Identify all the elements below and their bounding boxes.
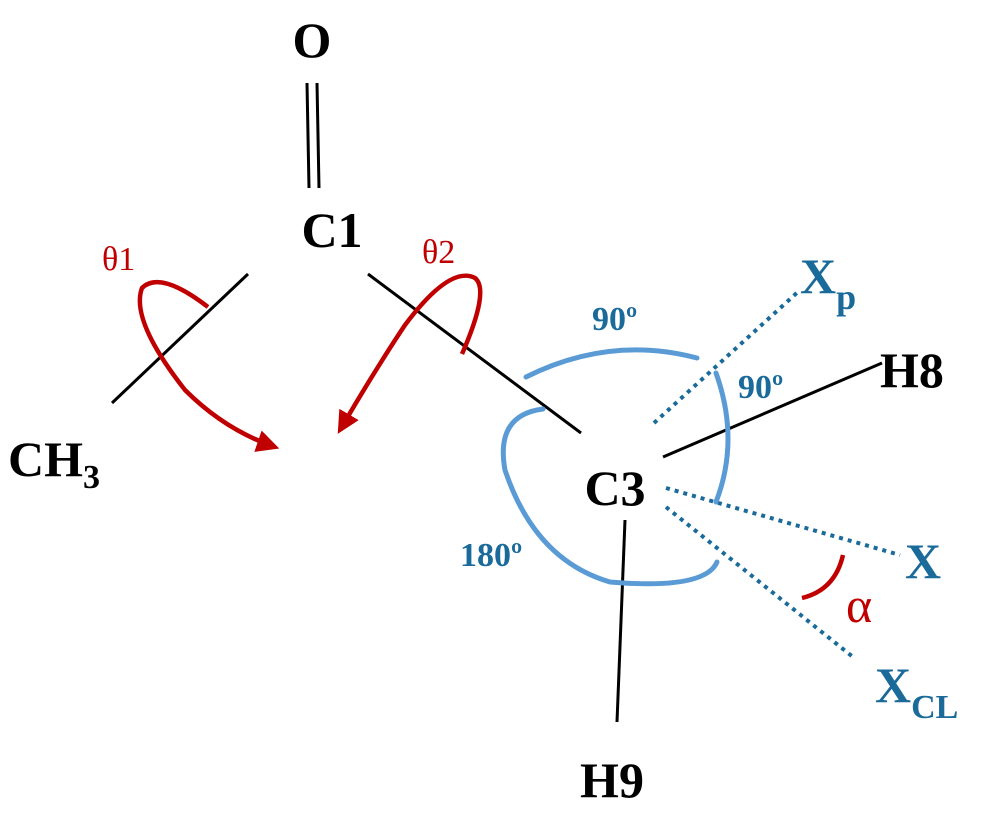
atom-o-label: O	[293, 12, 332, 68]
axis-x-line	[665, 486, 901, 557]
axis-x-label: X	[905, 533, 941, 589]
double-bond-line-2	[315, 82, 321, 189]
axis-xcl-label: XCL	[875, 657, 958, 726]
alpha-label: α	[846, 577, 872, 633]
theta1-arrow	[137, 279, 280, 452]
axis-xp-label: Xp	[800, 248, 856, 317]
xcl-subscript: CL	[911, 689, 958, 726]
bond-c3-h8	[662, 361, 883, 459]
bond-c1-c3	[367, 272, 582, 435]
double-bond-line-1	[305, 82, 311, 189]
angle-label-right: 90º	[738, 369, 783, 406]
atom-h9-label: H9	[580, 752, 644, 808]
bond-c3-h9	[615, 519, 627, 723]
angle-label-top: 90º	[592, 301, 637, 338]
ch3-subscript: 3	[83, 459, 100, 496]
alpha-arc	[801, 554, 846, 601]
angle-arc-top	[523, 347, 700, 380]
bond-c1-ch3	[110, 272, 250, 405]
angle-arc-right	[713, 370, 731, 505]
atom-c1-label: C1	[301, 202, 362, 258]
xp-subscript: p	[836, 277, 856, 317]
xp-main: X	[800, 248, 836, 304]
axis-xp-line	[652, 288, 802, 425]
ch3-main: CH	[8, 431, 83, 487]
atom-h8-label: H8	[880, 342, 944, 398]
theta2-label: θ2	[422, 234, 455, 271]
axis-xcl-line	[664, 505, 855, 659]
theta2-arrow	[337, 273, 483, 434]
xcl-main: X	[875, 657, 911, 713]
atom-ch3-label: CH3	[8, 431, 100, 496]
angle-arc-left	[500, 406, 720, 587]
atom-c3-label: C3	[584, 460, 645, 516]
theta1-label: θ1	[102, 241, 135, 278]
angle-label-left: 180º	[460, 537, 522, 574]
